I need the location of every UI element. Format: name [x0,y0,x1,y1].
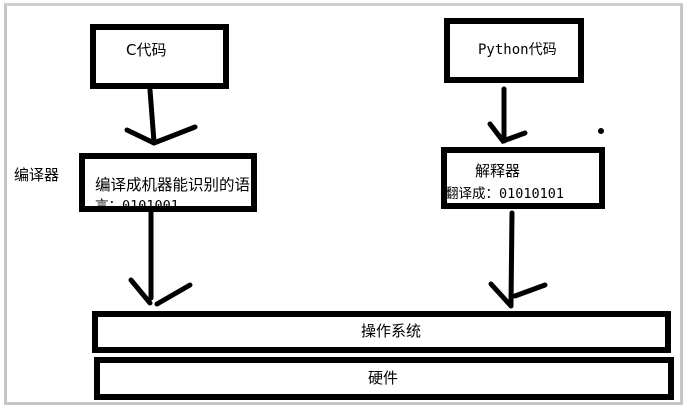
interpreter-line1: 解释器 [475,162,521,180]
os-box: 操作系统 [92,311,671,353]
compiler-side-label: 编译器 [14,166,60,184]
compiler-line1: 编译成机器能识别的语 [95,176,251,194]
stray-dot [598,128,604,134]
python-code-box: Python代码 [444,18,584,83]
interpreter-line2: 翻译成：01010101 [445,186,565,202]
hardware-box: 硬件 [94,357,674,400]
hardware-label: 硬件 [368,369,399,387]
os-label: 操作系统 [361,322,422,340]
arrow-c-to-compiler [124,87,198,146]
compiler-box: 编译成机器能识别的语 言：0101001 [79,153,257,214]
python-code-label: Python代码 [478,42,557,58]
arrow-interpreter-to-os [488,210,548,309]
diagram-frame [4,3,683,405]
arrow-python-to-interpreter [487,86,528,144]
c-code-box: C代码 [90,24,229,89]
compiler-line2: 言：0101001 [95,198,179,214]
arrow-compiler-to-os [128,210,193,307]
c-code-label: C代码 [126,41,167,59]
interpreter-box: 解释器 翻译成：01010101 [441,147,605,209]
